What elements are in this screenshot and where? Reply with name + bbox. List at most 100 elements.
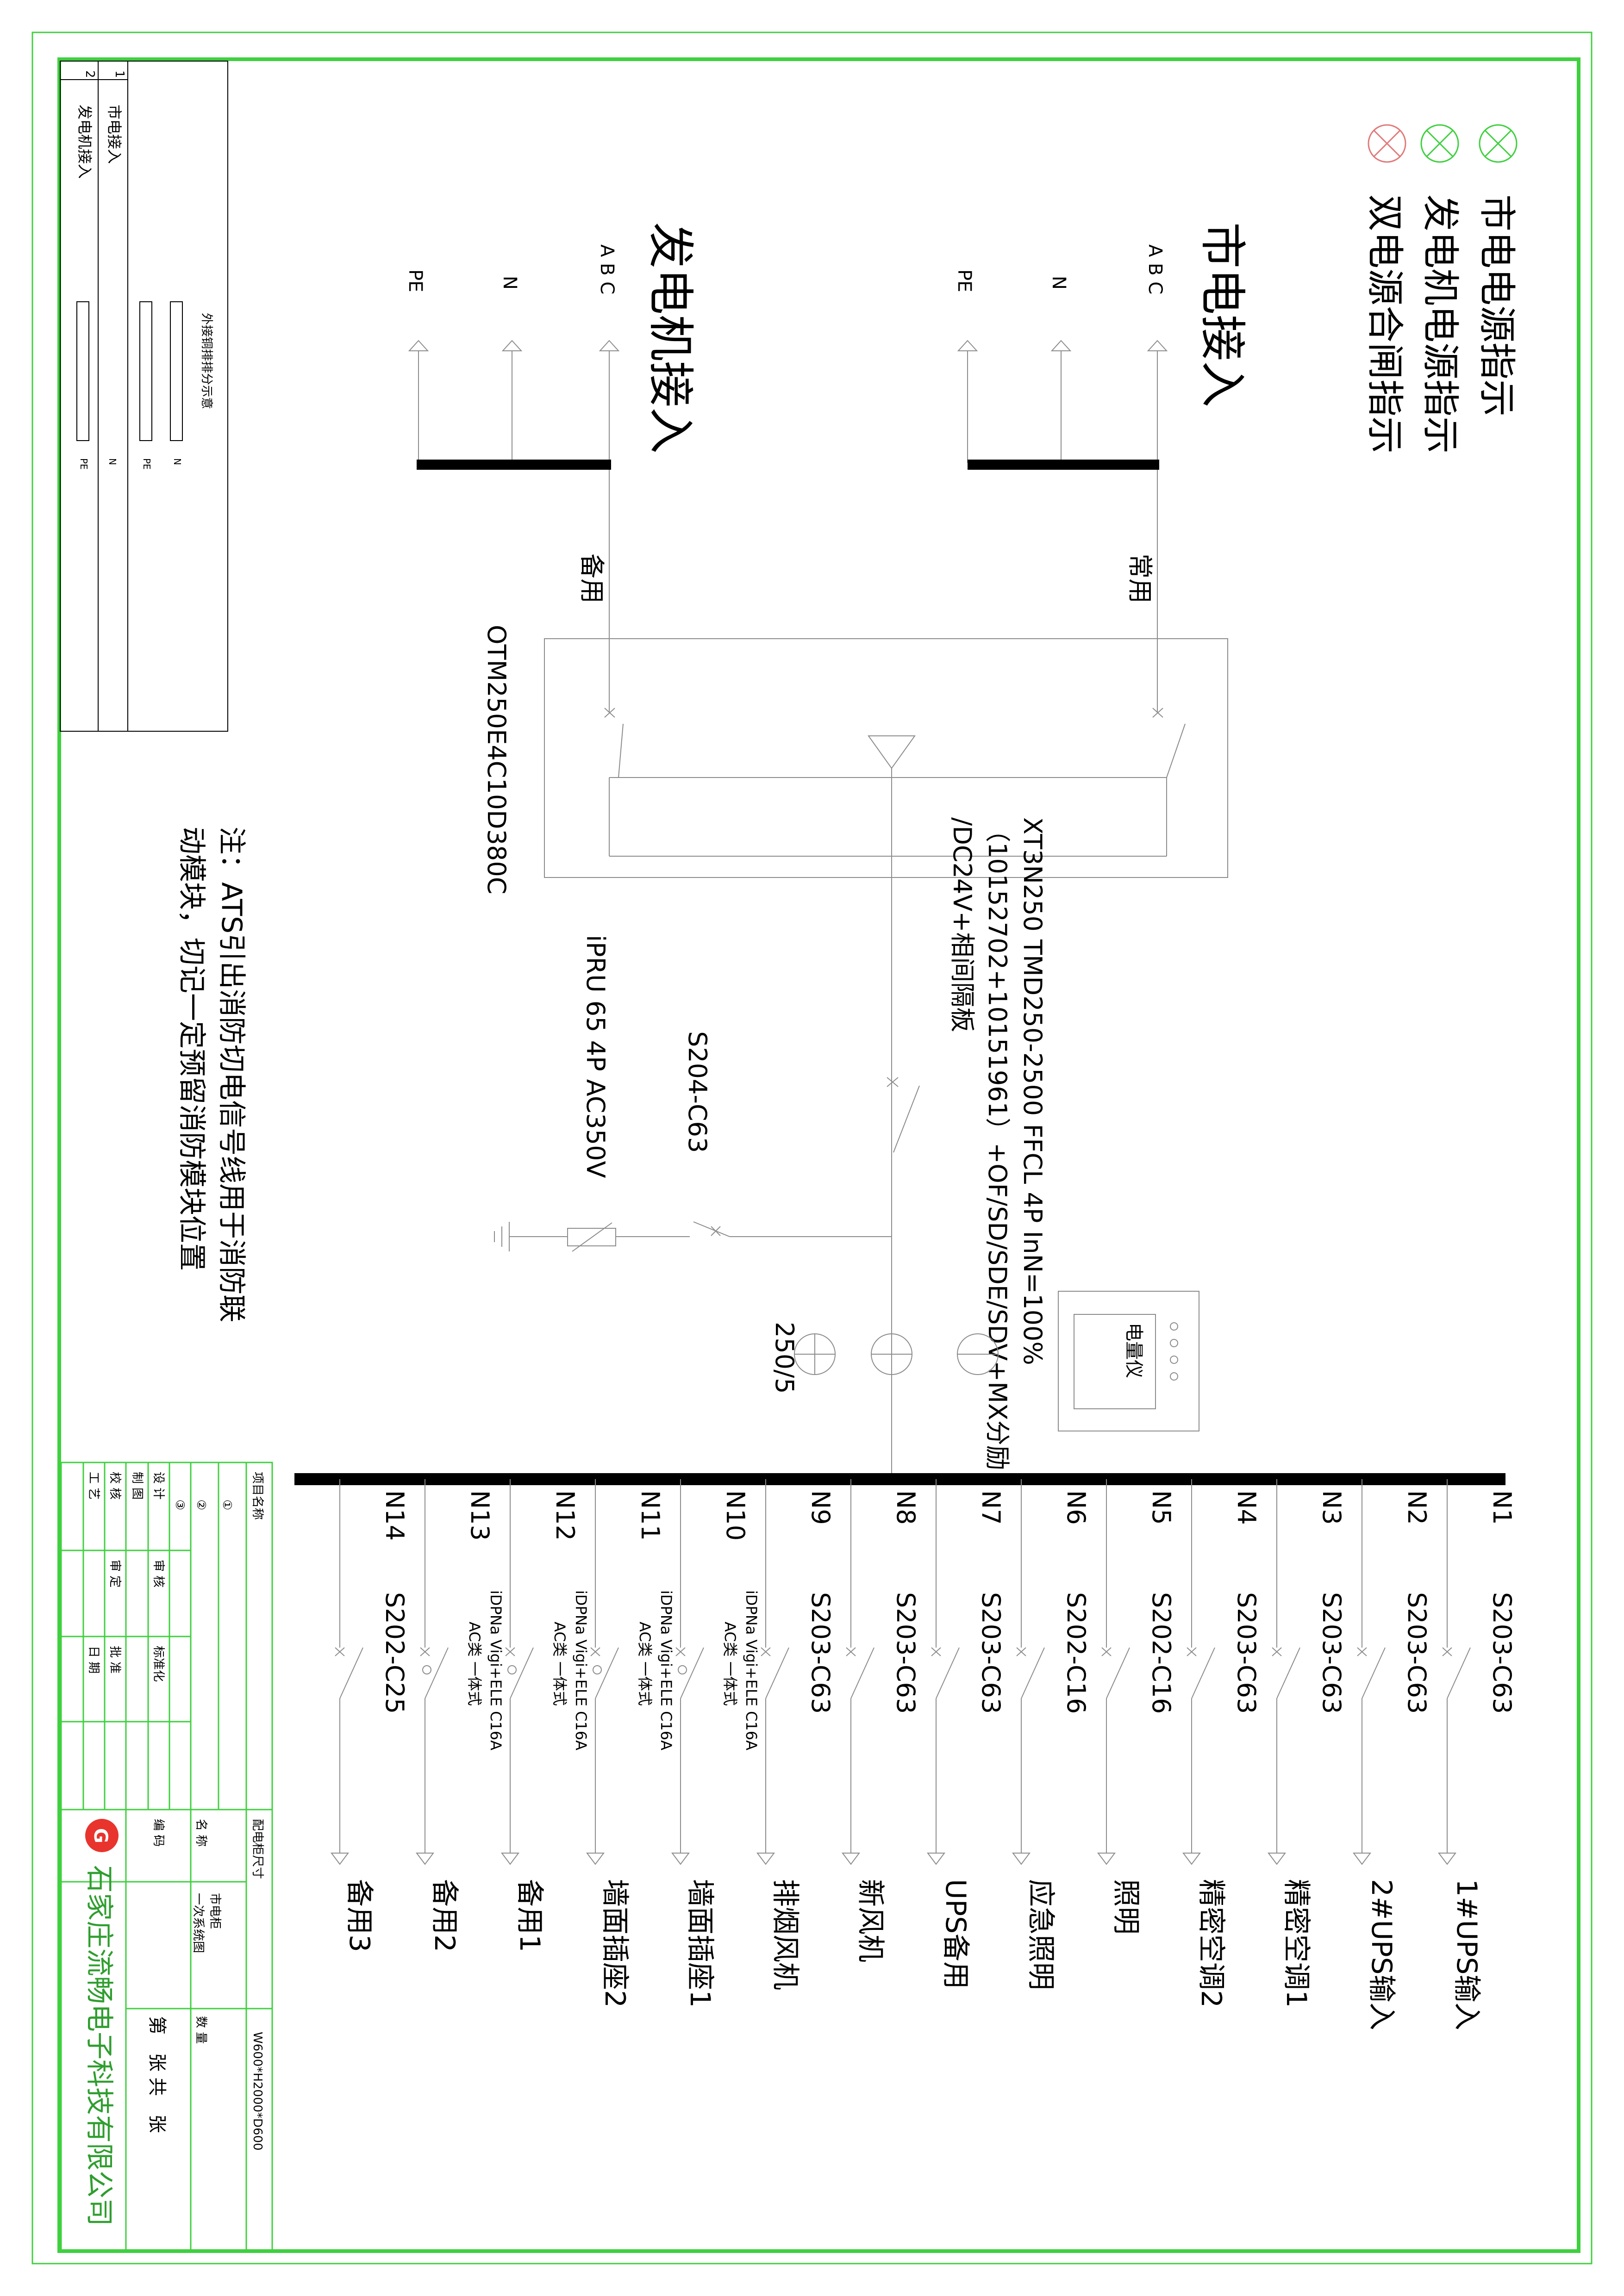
outer-border <box>31 31 1593 2265</box>
feeder-breaker-label: S203-C63 <box>891 1592 920 1714</box>
tb-check: 校 核 <box>108 1472 122 1500</box>
feeder-breaker-label: S202-C16 <box>1062 1592 1091 1714</box>
feeder-load-label: 备用2 <box>428 1879 461 1952</box>
ext-bar-label-2: PE <box>141 458 152 470</box>
tb-date: 日 期 <box>87 1646 100 1674</box>
feeder-breaker-blade <box>425 1647 449 1699</box>
tb-design: 设 计 <box>151 1472 165 1500</box>
feeder-terminal-icon <box>671 1853 690 1865</box>
feeder-id-label: N10 <box>721 1490 750 1541</box>
feeder-terminal-icon <box>1353 1853 1371 1865</box>
feeder-breaker-blade <box>936 1647 960 1699</box>
tb-qty-label: 数 量 <box>194 2016 208 2044</box>
feeder-breaker-contact-icon <box>846 1647 856 1656</box>
ext-row-2-num: 2 <box>83 70 97 78</box>
feeder-breaker-contact-icon <box>590 1647 600 1656</box>
power-meter-display <box>1074 1314 1156 1409</box>
feeder-breaker-label: S202-C16 <box>1147 1592 1176 1714</box>
main-breaker-line1: XT3N250 TMD250-2500 FFCL 4P InN=100% <box>1018 817 1047 1365</box>
feeder-breaker-model: iDPNa Vigi+ELE C16A <box>572 1590 590 1750</box>
rcd-sensor-icon <box>593 1665 602 1674</box>
feeder-breaker-contact-icon <box>420 1647 430 1656</box>
power-meter <box>1058 1291 1199 1431</box>
feeder-load-label: 精密空调2 <box>1195 1879 1227 2008</box>
feeder-breaker-blade <box>850 1647 874 1699</box>
ext-diagram-title: 外接铜排排分示意 <box>200 313 213 409</box>
ats-model: OTM250E4C10D380C <box>482 625 511 894</box>
feeder-terminal-icon <box>1182 1853 1201 1865</box>
ext-bar-2 <box>139 301 152 441</box>
rcd-sensor-icon <box>678 1665 687 1674</box>
feeder-id-label: N1 <box>1487 1490 1517 1525</box>
tb-rev1: ① <box>220 1500 234 1510</box>
company-logo-letter: G <box>90 1828 111 1843</box>
feeder-id-label: N14 <box>380 1490 409 1541</box>
generator-n-label: N <box>499 276 520 290</box>
legend-ats-label: 双电源合闸指示 <box>1363 194 1406 454</box>
generator-role-label: 备用 <box>577 554 606 604</box>
tb-size-value: W600*H2000*D600 <box>250 2032 264 2151</box>
generator-input: 发电机接入 A B C N PE 备用 <box>405 222 698 713</box>
feeder-terminal-icon <box>842 1853 860 1865</box>
note-block: 注：ATS引出消防切电信号线用于消防联 动模块，切记一定预留消防模块位置 <box>175 827 248 1322</box>
feeder-load-label: 应急照明 <box>1024 1879 1057 1990</box>
feeder-breaker-label: S203-C63 <box>1487 1592 1517 1714</box>
inner-border <box>57 57 1580 2253</box>
tb-craft: 工 艺 <box>87 1472 100 1500</box>
feeder-breaker-model: iDPNa Vigi+ELE C16A <box>743 1590 760 1750</box>
ct-ratio-label: 250/5 <box>770 1322 799 1394</box>
feeder-breaker-contact-icon <box>505 1647 515 1656</box>
feeder-breaker-blade <box>339 1647 363 1699</box>
feeder-circuits: N1S203-C631#UPS输入N2S203-C632#UPS输入N3S203… <box>331 1479 1517 2030</box>
tb-rev2: ② <box>194 1500 208 1510</box>
feeder-breaker-type: AC类 一体式 <box>551 1622 568 1706</box>
tb-sheet-label: 第 张 共 张 <box>146 2016 168 2133</box>
feeder-terminal-icon <box>416 1853 434 1865</box>
tb-project-label: 项目名称 <box>250 1472 264 1520</box>
ats-generator-blade <box>618 723 624 778</box>
note-line1: 注：ATS引出消防切电信号线用于消防联 <box>215 827 248 1322</box>
feeder-id-label: N8 <box>891 1490 920 1525</box>
feeder-breaker-blade <box>510 1647 534 1699</box>
feeder-terminal-icon <box>1012 1853 1031 1865</box>
feeder-id-label: N5 <box>1147 1490 1176 1525</box>
feeder-load-label: 新风机 <box>854 1879 887 1962</box>
feeder-breaker-model: iDPNa Vigi+ELE C16A <box>487 1590 505 1750</box>
utility-input: 市电接入 A B C N PE 常用 <box>954 222 1249 713</box>
feeder-load-label: 精密空调1 <box>1280 1879 1312 2008</box>
feeder-breaker-label: S202-C25 <box>380 1592 409 1714</box>
tb-rev3: ③ <box>173 1500 187 1510</box>
feeder-breaker-label: S203-C63 <box>806 1592 835 1714</box>
feeder-id-label: N11 <box>636 1490 665 1541</box>
ats-generator-contact-icon <box>604 708 615 718</box>
ats-utility-contact-icon <box>1152 708 1163 718</box>
feeder-terminal-icon <box>501 1853 519 1865</box>
feeder-breaker-blade <box>765 1647 789 1699</box>
ats-utility-blade <box>1166 723 1186 778</box>
utility-pe-label: PE <box>954 269 975 292</box>
feeder-terminal-icon <box>1097 1853 1116 1865</box>
tb-draw: 制 图 <box>130 1472 144 1500</box>
spd-breaker-blade <box>693 1221 730 1237</box>
generator-pe-label: PE <box>405 269 426 292</box>
rcd-sensor-icon <box>507 1665 517 1674</box>
utility-role-label: 常用 <box>1125 554 1155 604</box>
feeder-id-label: N12 <box>550 1490 580 1541</box>
utility-n-label: N <box>1048 276 1069 290</box>
feeder-id-label: N13 <box>465 1490 494 1541</box>
generator-title: 发电机接入 <box>643 222 698 454</box>
feeder-breaker-contact-icon <box>1357 1647 1367 1656</box>
rcd-sensor-icon <box>422 1665 431 1674</box>
feeder-load-label: 照明 <box>1110 1879 1142 1935</box>
tb-standard: 标准化 <box>151 1646 165 1682</box>
feeder-breaker-blade <box>1276 1647 1300 1699</box>
ext-bar-3 <box>76 301 89 441</box>
